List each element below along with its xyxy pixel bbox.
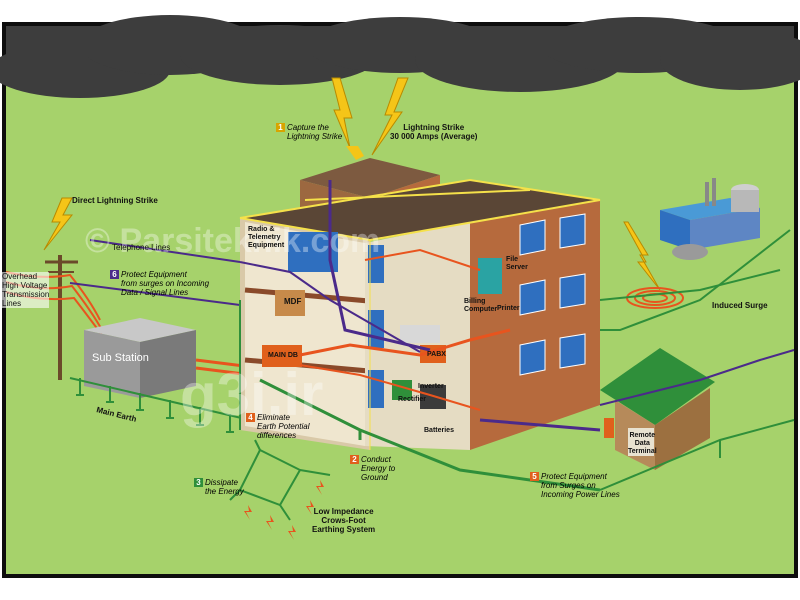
dissipation-sparks [244, 480, 324, 540]
overhead-line-1: Overhead [2, 272, 38, 281]
lightning-strike-amps: 30 000 Amps (Average) [390, 132, 478, 141]
label-batteries: Batteries [424, 427, 454, 434]
step-6-number: 6 [110, 270, 119, 279]
step-2-line-2: Energy to [361, 464, 396, 473]
main-db-box [262, 345, 302, 367]
step-3-number: 3 [194, 478, 203, 487]
label-billing-computer: Billing Computer [464, 298, 497, 314]
step-4-number: 4 [246, 413, 255, 422]
file-server-box [478, 258, 502, 294]
radio-line-2: Telemetry [248, 234, 281, 241]
mdf-box [275, 290, 305, 316]
label-main-db: MAIN DB [268, 352, 298, 359]
billing-computer [400, 325, 440, 343]
overhead-line-2: High Voltage [2, 281, 48, 290]
step-2-line-1: Conduct [361, 455, 391, 464]
step-2-line-3: Ground [361, 473, 388, 482]
lightning-strike-title: Lightning Strike [403, 123, 465, 132]
label-rectifier: Rectifier [398, 396, 427, 403]
label-inverter: Inverter [418, 383, 444, 390]
step-1-line-1: Capture the [287, 123, 329, 132]
low-impedance-line-2: Crows-Foot [321, 516, 366, 525]
remote-line-3: Terminal [628, 448, 657, 455]
low-impedance-line-3: Earthing System [312, 525, 376, 534]
label-mdf: MDF [284, 297, 302, 306]
label-printer: Printer [497, 305, 520, 312]
label-telephone: Telephone Lines [112, 243, 171, 252]
label-lightning-strike: Lightning Strike 30 000 Amps (Average) [390, 123, 477, 141]
main-earth-grid [69, 377, 251, 433]
billing-line-2: Computer [464, 306, 498, 313]
step-6-line-2: from surges on Incoming [121, 279, 210, 288]
label-low-impedance: Low Impedance Crows-Foot Earthing System [312, 507, 375, 534]
step-6-line-1: Protect Equipment [121, 270, 187, 279]
label-induced-surge: Induced Surge [712, 301, 768, 310]
batteries-box [420, 385, 446, 409]
step-2-number: 2 [350, 455, 359, 464]
storm-clouds [0, 15, 800, 98]
watermark-text: © Parsiteknik.com [85, 222, 381, 260]
step-5-line-3: Incoming Power Lines [541, 490, 620, 499]
step-5-number: 5 [530, 472, 539, 481]
lightning-strike-bolts [331, 77, 409, 160]
step-4-line-3: differences [257, 431, 297, 440]
step-6-line-3: Data / Signal Lines [121, 288, 189, 297]
remote-terminal-house [600, 348, 715, 470]
file-server-line-2: Server [506, 264, 528, 271]
radio-line-3: Equipment [248, 242, 285, 249]
label-radio-equipment: Radio & Telemetry Equipment [248, 226, 284, 250]
low-impedance-line-1: Low Impedance [313, 507, 374, 516]
label-file-server: File Server [506, 256, 528, 272]
crows-foot-earthing [229, 439, 331, 521]
step-5-line-2: from Surges on [541, 481, 596, 490]
remote-line-1: Remote [629, 432, 656, 439]
billing-line-1: Billing [464, 298, 486, 305]
step-5-line-1: Protect Equipment [541, 472, 607, 481]
step-1-line-2: Lightning Strike [287, 132, 343, 141]
step-4-line-1: Eliminate [257, 413, 290, 422]
radio-line-1: Radio & [248, 226, 275, 233]
label-sub-station: Sub Station [92, 352, 149, 364]
remote-line-2: Data [634, 440, 650, 447]
label-remote-terminal: Remote Data Terminal [628, 432, 657, 456]
step-1-number: 1 [276, 123, 285, 132]
lightning-bolt-icon [43, 197, 74, 251]
overhead-line-3: Transmission [2, 290, 50, 299]
step-4-line-2: Earth Potential [257, 422, 310, 431]
file-server-line-1: File [506, 256, 519, 263]
label-pabx: PABX [427, 351, 446, 358]
factory [660, 178, 760, 260]
label-overhead: Overhead High Voltage Transmission Lines [2, 272, 50, 308]
overhead-line-4: Lines [2, 299, 22, 308]
step-3-line-2: the Energy [205, 487, 244, 496]
step-3-line-1: Dissipate [205, 478, 238, 487]
sub-station [84, 318, 196, 398]
induced-surge-bolt-icon [623, 221, 661, 291]
label-direct-strike: Direct Lightning Strike [72, 196, 158, 205]
